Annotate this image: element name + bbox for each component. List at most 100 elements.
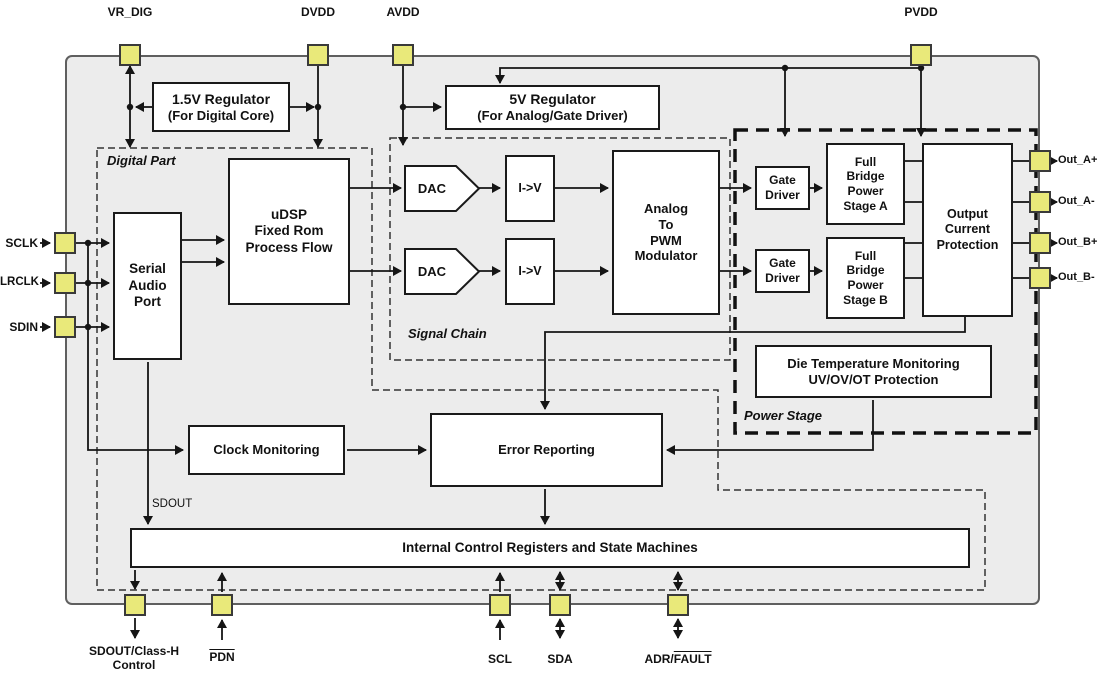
pin-sdout-class-h bbox=[124, 594, 146, 616]
block-full-bridge-a-text: Stage A bbox=[843, 198, 888, 213]
wire-pvdd-reg5 bbox=[495, 67, 921, 84]
pin-out-b-plus bbox=[1029, 232, 1051, 254]
junction-dot bbox=[84, 323, 92, 331]
dac-shapes bbox=[404, 165, 481, 295]
block-output-current-protection: Output Current Protection bbox=[922, 143, 1013, 317]
junction-dot bbox=[84, 279, 92, 287]
block-analog-to-pwm-modulator: Analog To PWM Modulator bbox=[612, 150, 720, 315]
pin-label-dvdd: DVDD bbox=[300, 5, 335, 19]
block-udsp-text: uDSP bbox=[270, 206, 307, 222]
block-iv-a-text: I->V bbox=[518, 180, 542, 195]
pin-pdn bbox=[211, 594, 233, 616]
pin-label-avdd: AVDD bbox=[386, 5, 420, 19]
block-gate-driver-b-text: Gate bbox=[769, 256, 796, 271]
pin-label-fault-overline: FAULT bbox=[673, 652, 712, 666]
block-gate-driver-a-text: Gate bbox=[769, 173, 796, 188]
block-serial-audio-port-text: Port bbox=[134, 294, 161, 310]
block-gate-driver-a-text: Driver bbox=[765, 188, 800, 202]
block-pwm-text: To bbox=[658, 216, 674, 232]
block-gate-driver-b: Gate Driver bbox=[755, 249, 810, 293]
block-full-bridge-a: Full Bridge Power Stage A bbox=[826, 143, 905, 225]
pin-avdd bbox=[392, 44, 414, 66]
digital-part-label: Digital Part bbox=[107, 153, 176, 168]
pin-sclk bbox=[54, 232, 76, 254]
block-full-bridge-b-text: Full bbox=[854, 248, 877, 263]
pin-label-sda: SDA bbox=[547, 652, 573, 666]
signal-chain-outline bbox=[389, 137, 731, 361]
block-1v5-regulator-subtitle: (For Digital Core) bbox=[167, 107, 275, 123]
signal-chain-label: Signal Chain bbox=[408, 326, 487, 341]
pin-label-pdn: PDN bbox=[209, 650, 235, 664]
junction-dot bbox=[917, 64, 925, 72]
block-dac-b: DAC bbox=[417, 264, 447, 279]
block-5v-regulator-subtitle: (For Analog/Gate Driver) bbox=[477, 108, 628, 124]
block-full-bridge-b-text: Power bbox=[847, 278, 884, 292]
dac-b-shape bbox=[404, 248, 481, 295]
block-udsp-text: Process Flow bbox=[245, 239, 333, 255]
pin-label-out-a-plus: Out_A+ bbox=[1058, 154, 1098, 166]
block-full-bridge-b-text: Bridge bbox=[846, 263, 885, 278]
bottom-pin-wires bbox=[130, 570, 683, 640]
pin-out-a-minus bbox=[1029, 191, 1051, 213]
digital-part-outline bbox=[96, 147, 986, 591]
pin-label-out-b-minus: Out_B- bbox=[1058, 271, 1095, 283]
pin-label-vr-dig: VR_DIG bbox=[107, 5, 153, 19]
block-pwm-text: Analog bbox=[643, 200, 689, 216]
block-serial-audio-port-text: Audio bbox=[128, 277, 167, 293]
pin-label-pvdd: PVDD bbox=[904, 5, 938, 19]
block-1v5-regulator: 1.5V Regulator (For Digital Core) bbox=[152, 82, 290, 132]
block-udsp: uDSP Fixed Rom Process Flow bbox=[228, 158, 350, 305]
block-dac-a: DAC bbox=[417, 181, 447, 196]
pin-sda bbox=[549, 594, 571, 616]
block-gate-driver-b-text: Driver bbox=[765, 271, 800, 285]
pin-label-sdout-class-h: SDOUT/Class-H Control bbox=[88, 644, 180, 672]
wire-ocp-error bbox=[540, 317, 966, 410]
signal-path-wires bbox=[182, 156, 1058, 283]
block-gate-driver-a: Gate Driver bbox=[755, 166, 810, 210]
sdout-net-label: SDOUT bbox=[152, 498, 193, 510]
junction-dot bbox=[781, 64, 789, 72]
pin-vr-dig bbox=[119, 44, 141, 66]
block-clock-monitoring: Clock Monitoring bbox=[188, 425, 345, 475]
block-clock-monitoring-text: Clock Monitoring bbox=[213, 442, 320, 458]
block-die-temp-text: UV/OV/OT Protection bbox=[808, 371, 939, 387]
pin-label-sdin: SDIN bbox=[9, 320, 38, 334]
block-pwm-text: PWM bbox=[650, 232, 682, 248]
pin-out-b-minus bbox=[1029, 267, 1051, 289]
block-full-bridge-a-text: Power bbox=[847, 184, 884, 198]
pin-out-a-plus bbox=[1029, 150, 1051, 172]
pin-label-lrclk: LRCLK bbox=[0, 276, 39, 288]
block-iv-b: I->V bbox=[505, 238, 555, 305]
block-1v5-regulator-title: 1.5V Regulator bbox=[171, 90, 271, 107]
junction-dot bbox=[314, 103, 322, 111]
wire-clocks-clockmon bbox=[87, 243, 184, 455]
pin-label-adr-fault: ADR/FAULT bbox=[628, 652, 728, 666]
pin-sdin bbox=[54, 316, 76, 338]
junction-dot bbox=[399, 103, 407, 111]
power-stage-label: Power Stage bbox=[744, 408, 823, 423]
dac-a-shape bbox=[404, 165, 481, 212]
junction-dots bbox=[84, 64, 925, 331]
block-5v-regulator: 5V Regulator (For Analog/Gate Driver) bbox=[445, 85, 660, 130]
block-ocp-text: Output bbox=[947, 207, 988, 222]
block-die-temp-text: Die Temperature Monitoring bbox=[787, 355, 960, 371]
block-internal-control-registers: Internal Control Registers and State Mac… bbox=[130, 528, 970, 568]
pin-dvdd bbox=[307, 44, 329, 66]
pin-pvdd bbox=[910, 44, 932, 66]
block-full-bridge-a-text: Bridge bbox=[846, 169, 885, 184]
block-error-reporting-text: Error Reporting bbox=[498, 442, 595, 458]
block-iv-b-text: I->V bbox=[518, 263, 542, 278]
block-iv-a: I->V bbox=[505, 155, 555, 222]
junction-dot bbox=[126, 103, 134, 111]
block-udsp-text: Fixed Rom bbox=[254, 223, 324, 239]
pin-label-sclk: SCLK bbox=[5, 236, 38, 250]
serial-input-wires bbox=[40, 238, 184, 455]
block-ocp-text: Current bbox=[944, 222, 991, 237]
block-full-bridge-a-text: Full bbox=[854, 154, 877, 169]
pin-label-adr-prefix: ADR/ bbox=[644, 652, 674, 666]
block-ocp-text: Protection bbox=[936, 237, 999, 252]
block-internal-control-registers-text: Internal Control Registers and State Mac… bbox=[402, 539, 698, 555]
junction-dot bbox=[84, 239, 92, 247]
